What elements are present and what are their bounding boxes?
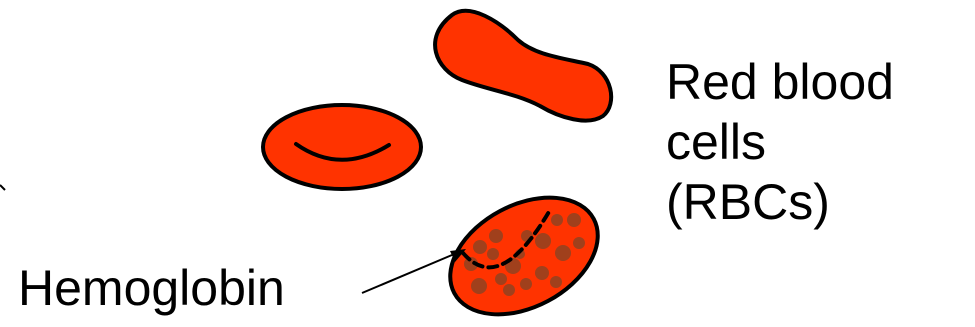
rbc-label-line: cells [666,112,894,172]
hemoglobin-dot [495,273,507,285]
hemoglobin-dot [551,214,563,226]
rbc-oval-cell [263,105,421,189]
hemoglobin-dot [487,248,499,260]
hemoglobin-dot [567,213,581,227]
hemoglobin-dot [535,233,551,249]
rbc-label: Red blood cells (RBCs) [666,52,894,232]
hemoglobin-dot [555,245,571,261]
rbc-label-line: (RBCs) [666,172,894,232]
hemoglobin-label: Hemoglobin [18,258,285,318]
hemoglobin-dot [473,240,487,254]
hemoglobin-dot [489,229,503,243]
edge-tick-mark [0,185,5,190]
hemoglobin-dot [503,284,515,296]
rbc-bent-shape [435,11,611,121]
hemoglobin-dot [535,266,549,280]
hemoglobin-dot [471,278,487,294]
hemoglobin-dot [550,276,562,288]
hemoglobin-dot [520,278,532,290]
rbc-label-line: Red blood [666,52,894,112]
hemoglobin-dot [573,237,585,249]
